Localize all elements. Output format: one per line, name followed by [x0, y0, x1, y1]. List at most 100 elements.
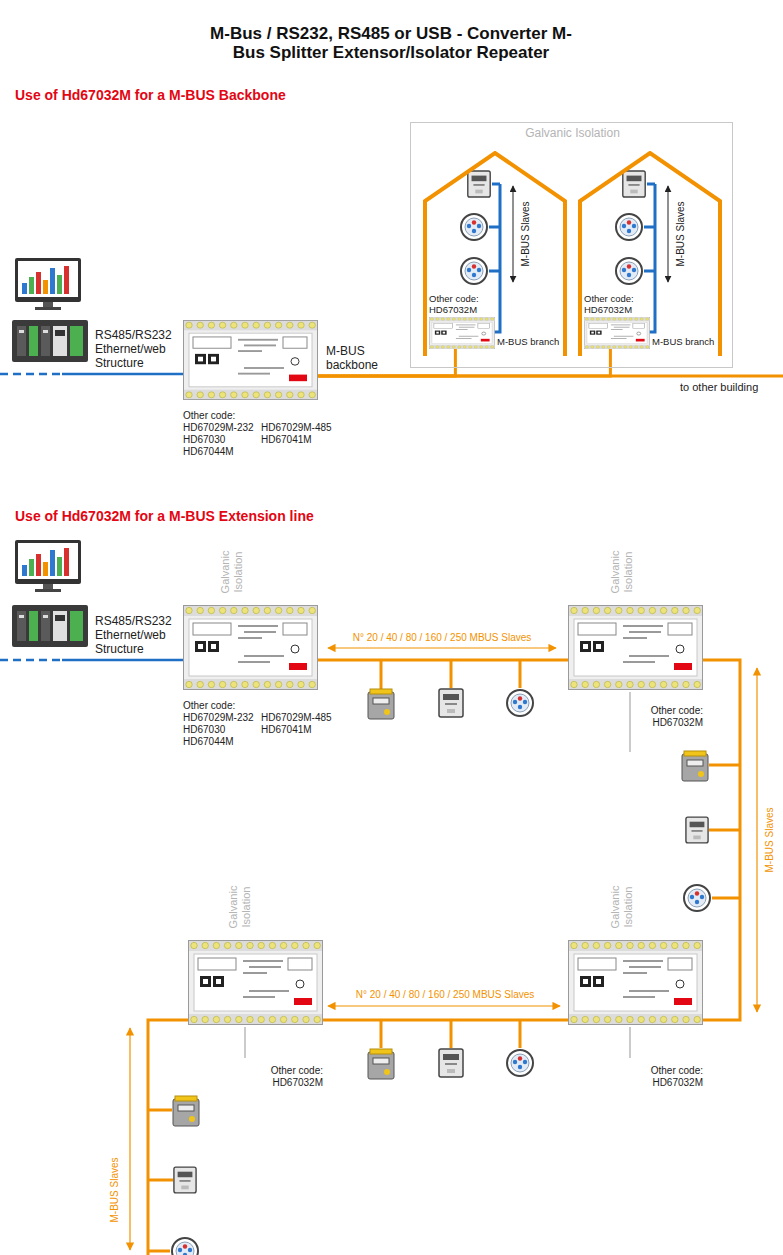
drawing-part [258, 942, 264, 948]
drawing-part [231, 322, 237, 328]
drawing-part [244, 631, 276, 633]
drawing-part [436, 332, 438, 334]
drawing-part [195, 641, 206, 652]
drawing-part [213, 976, 224, 987]
symbol-use [15, 258, 81, 310]
drawing-part [184, 320, 318, 399]
drawing-part [264, 322, 270, 328]
drawing-part [443, 332, 445, 334]
drawing-part [202, 1016, 208, 1022]
drawing-part [638, 681, 644, 687]
drawing-part [208, 641, 219, 652]
isolation-label: Galvanic Isolation [219, 545, 245, 599]
drawing-part [481, 339, 490, 342]
drawing-part [242, 607, 248, 613]
region-title: Galvanic Isolation [411, 126, 734, 140]
device-drawing [568, 605, 703, 690]
drawing-part [264, 681, 270, 687]
drawing-part [280, 942, 286, 948]
branch-label: M-BUS branch [497, 336, 559, 347]
drawing-part [459, 335, 479, 337]
converter-device: Other code: HD67032M [188, 940, 323, 1025]
product-codes: HD67029M-485 HD67041M [261, 422, 339, 446]
drawing-part [191, 1016, 197, 1022]
drawing-part [623, 996, 655, 998]
drawing-part [627, 942, 633, 948]
drawing-part [184, 606, 317, 616]
drawing-part [480, 318, 483, 320]
drawing-part [208, 607, 214, 613]
drawing-part [191, 942, 197, 948]
drawing-part [249, 966, 281, 968]
drawing-part [213, 1016, 219, 1022]
isolation-label: Galvanic Isolation [609, 545, 635, 599]
drawing-part [184, 321, 317, 330]
drawing-part [231, 681, 237, 687]
converter-device: Other code: HD67029M-232 HD67030 HD67044… [183, 320, 318, 400]
drawing-part [244, 655, 284, 657]
drawing-part [638, 1016, 644, 1022]
symbol-use [507, 1050, 533, 1076]
product-codes: Other code: HD67032M [429, 294, 499, 315]
drawing-part [591, 318, 594, 320]
drawing-part [469, 318, 472, 320]
drawing-part [447, 346, 450, 348]
drawing-part [660, 1016, 666, 1022]
drawing-part [593, 1016, 599, 1022]
building-outline: M-BUS SlavesOther code: HD67032M [578, 151, 722, 356]
drawing-part [683, 1016, 689, 1022]
drawing-part [298, 392, 304, 398]
drawing-part [314, 1016, 320, 1022]
drawing-part [189, 333, 312, 387]
symbol-use [507, 690, 533, 716]
drawing-part [189, 1014, 322, 1024]
drawing-part [602, 346, 605, 348]
drawing-part [249, 990, 289, 992]
drawing-part [694, 607, 700, 613]
drawing-part [253, 607, 259, 613]
drawing-part [189, 619, 312, 676]
computer-plc-group [12, 258, 88, 647]
drawing-part [456, 338, 472, 340]
drawing-part [0, 373, 62, 376]
drawing-part [269, 942, 275, 948]
drawing-part [198, 958, 236, 970]
isolation-region: Galvanic IsolationM-BUS SlavesOther code… [410, 122, 733, 368]
drawing-part [441, 331, 446, 335]
drawing-part [280, 1016, 286, 1022]
drawing-part [569, 606, 702, 616]
drawing-part [291, 645, 299, 653]
drawing-part [242, 392, 248, 398]
drawing-part [243, 960, 283, 962]
drawing-part [571, 681, 577, 687]
drawing-part [604, 681, 610, 687]
drawing-part [629, 346, 632, 348]
drawing-part [219, 681, 225, 687]
drawing-part [618, 318, 621, 320]
mbus-connector [703, 660, 740, 1020]
drawing-part [219, 607, 225, 613]
drawing-part [298, 681, 304, 687]
drawing-part [578, 958, 616, 970]
edge-label: M-BUS backbone [326, 344, 388, 372]
drawing-part [571, 607, 577, 613]
drawing-part [614, 335, 634, 337]
drawing-part [242, 681, 248, 687]
drawing-part [429, 317, 494, 321]
drawing-part [200, 976, 211, 987]
drawing-part [629, 966, 661, 968]
drawing-part [635, 346, 638, 348]
product-codes: Other code: HD67029M-232 HD67030 HD67044… [183, 410, 259, 458]
dimension-label: N° 20 / 40 / 80 / 160 / 250 MBUS Slaves [353, 632, 532, 644]
drawing-part [580, 976, 591, 987]
drawing-part [569, 606, 703, 690]
device-drawing [188, 940, 323, 1025]
symbol-use [12, 320, 88, 362]
drawing-part [633, 324, 645, 329]
drawing-part [236, 1016, 242, 1022]
drawing-part [62, 373, 183, 376]
drawing-part [636, 339, 645, 342]
drawing-part [216, 979, 221, 984]
drawing-part [616, 681, 622, 687]
drawing-part [203, 979, 208, 984]
